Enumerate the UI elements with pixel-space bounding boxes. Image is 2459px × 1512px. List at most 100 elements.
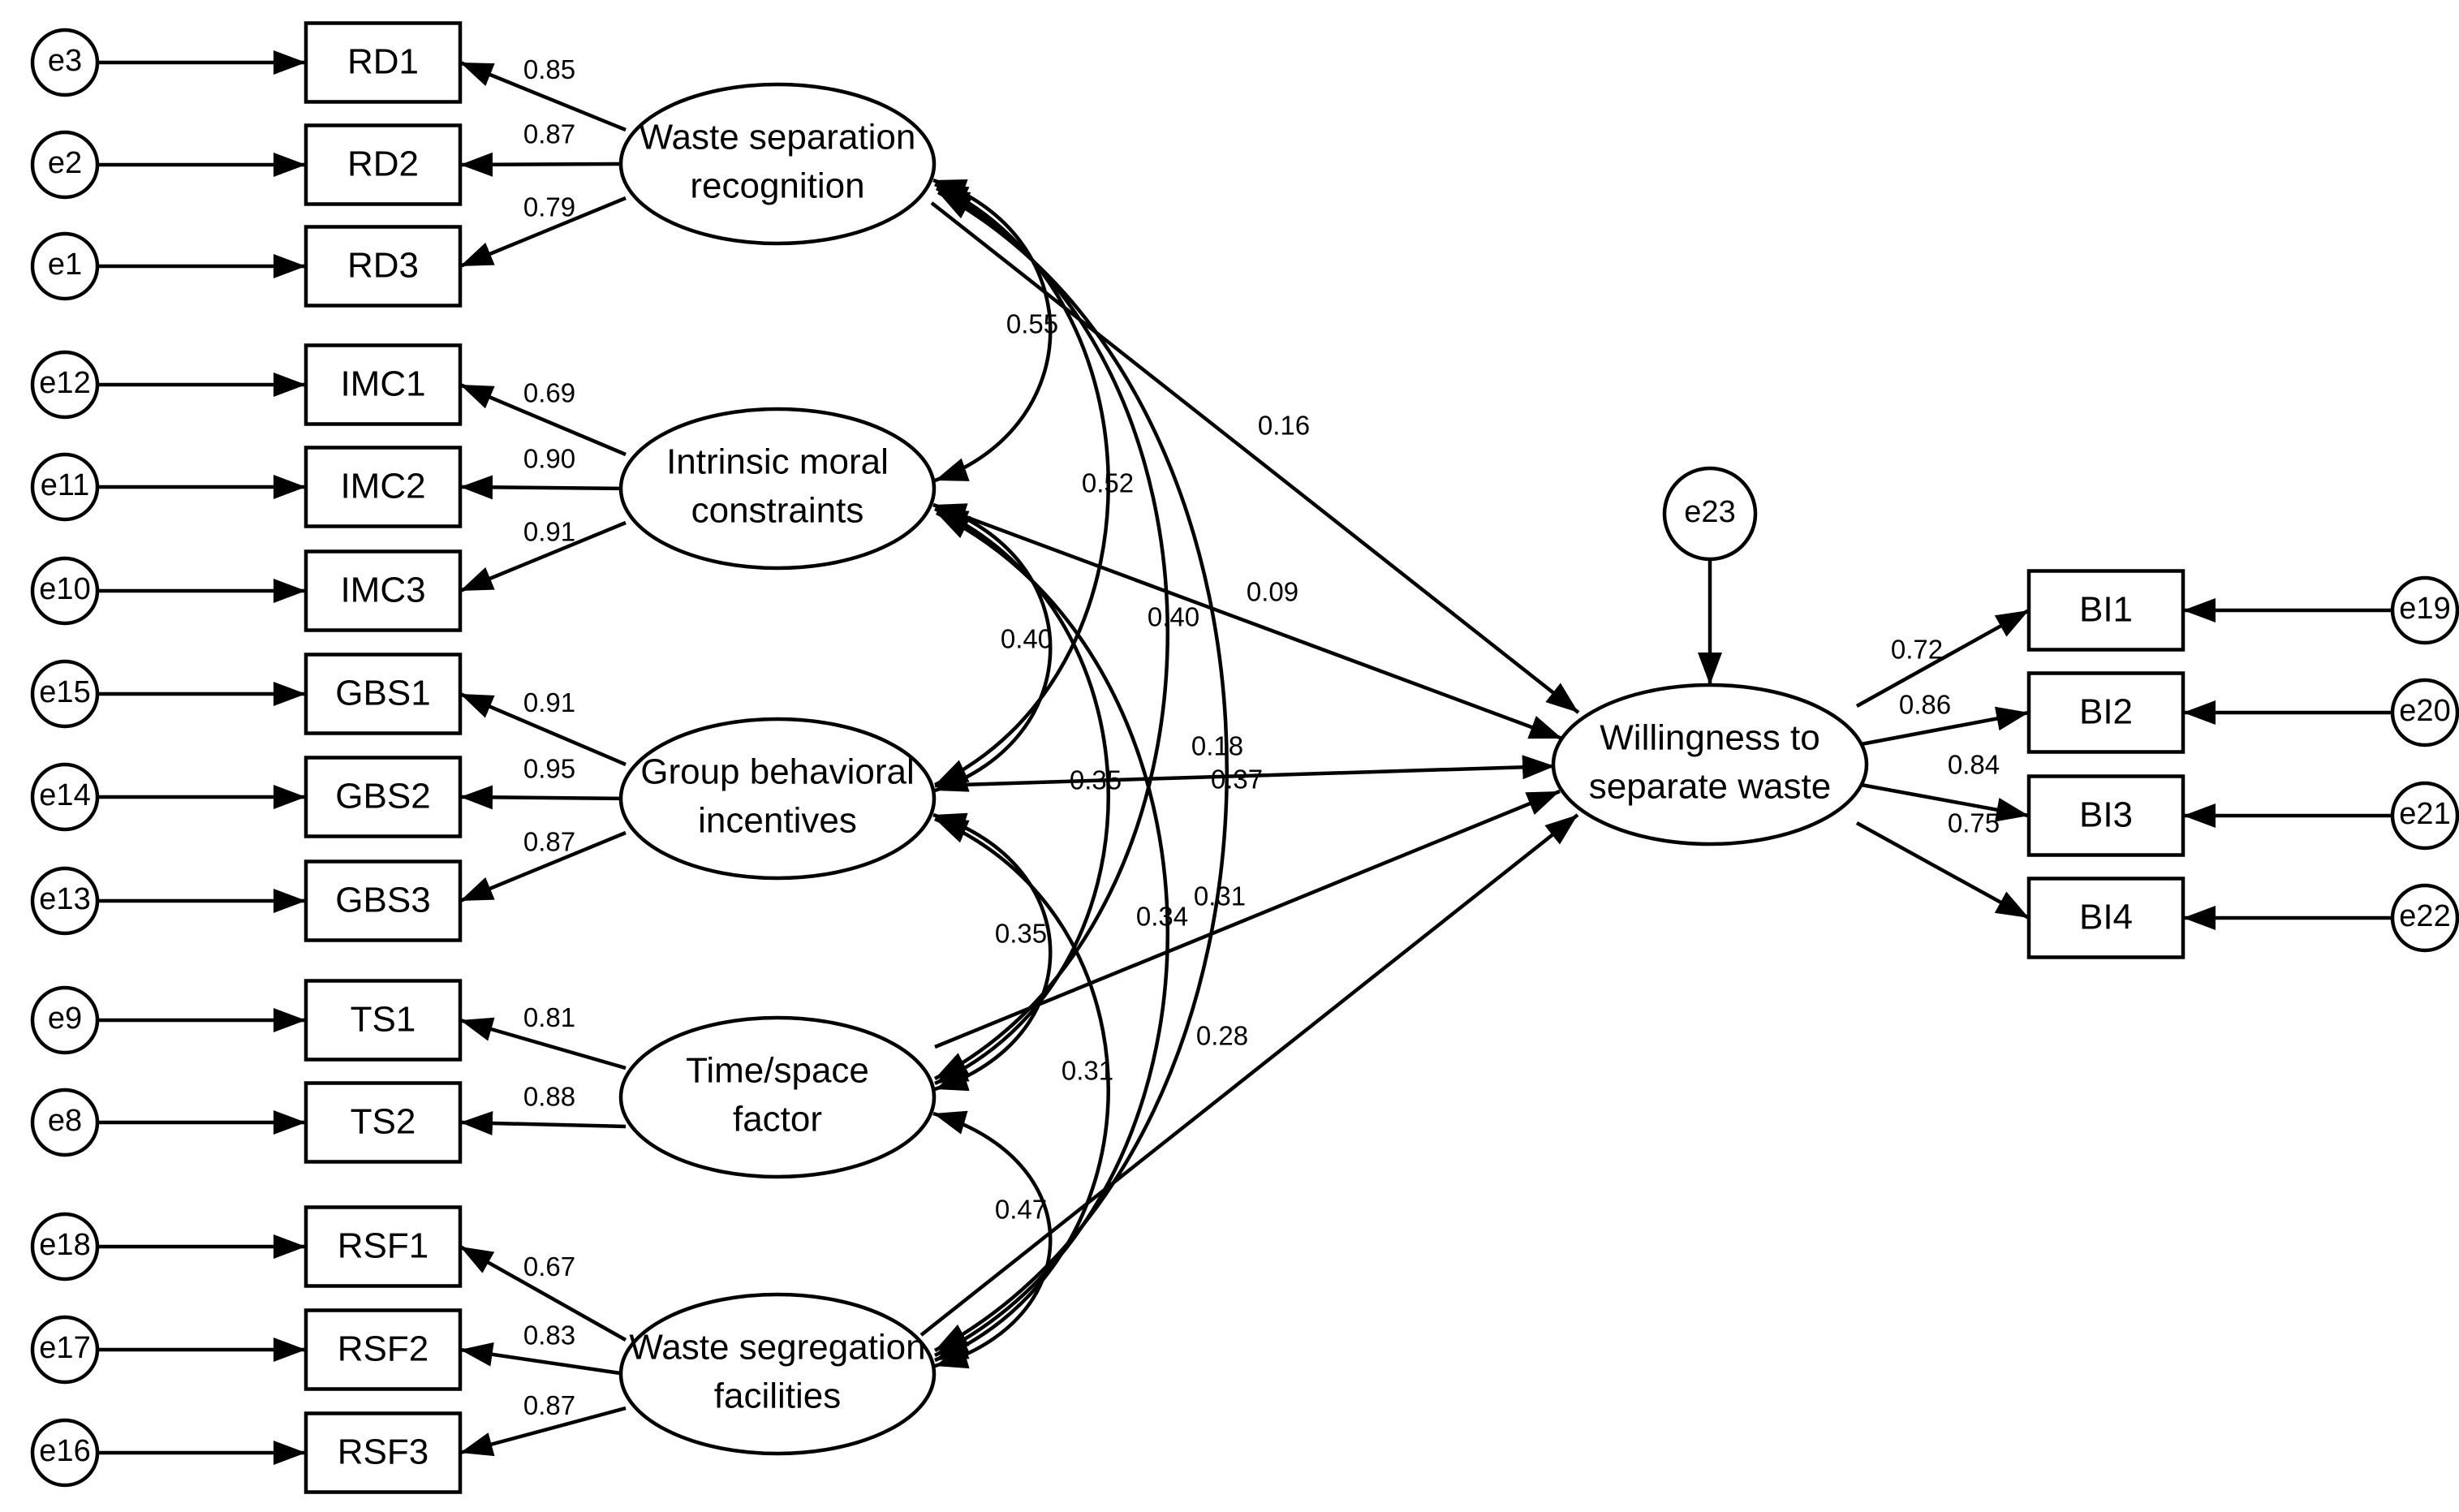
indicator-rd3: RD3	[304, 225, 463, 308]
error-e3: e3	[30, 28, 100, 97]
indicator-imc2: IMC2	[304, 446, 463, 528]
indicator-box	[304, 446, 463, 528]
latent-label-line1: Waste segregation	[629, 1328, 925, 1368]
loading-rd3: 0.79	[523, 192, 575, 222]
path-arrow-imc	[932, 502, 1563, 741]
path-coef-wsr: 0.16	[1258, 411, 1310, 441]
error-e21: e21	[2390, 781, 2459, 851]
indicator-box	[304, 653, 463, 735]
loading-bi4: 0.75	[1948, 808, 2000, 838]
error-circle	[30, 556, 100, 626]
indicator-label: RD3	[347, 246, 419, 286]
error-label: e20	[2399, 694, 2450, 728]
indicator-box	[304, 1081, 463, 1164]
indicator-box	[2026, 774, 2186, 857]
indicator-label: BI1	[2079, 590, 2133, 630]
error-e18: e18	[30, 1212, 100, 1282]
indicator-label: BI3	[2079, 795, 2133, 835]
loading-arrow-ts2	[459, 1110, 627, 1135]
error-circle	[30, 350, 100, 420]
loading-arrow-imc1	[459, 382, 627, 457]
error-e16: e16	[30, 1418, 100, 1488]
latent-label-line2: incentives	[698, 801, 857, 841]
labels-layer: 0.850.870.790.690.900.910.910.950.870.81…	[523, 54, 2000, 1420]
indicator-label: RSF3	[338, 1432, 428, 1472]
error-label: e16	[39, 1434, 90, 1468]
correlation-coef-imc-wsf: 0.34	[1136, 902, 1188, 932]
indicator-rd1: RD1	[304, 21, 463, 104]
loading-bi1: 0.72	[1891, 635, 1943, 665]
loading-imc1: 0.69	[523, 378, 575, 408]
outcome-label-line2: separate waste	[1589, 767, 1831, 807]
indicator-box	[304, 21, 463, 104]
loading-ts2: 0.88	[523, 1082, 575, 1112]
path-coef-imc: 0.09	[1247, 577, 1298, 607]
error-label: e22	[2399, 899, 2450, 933]
indicator-label: IMC2	[340, 467, 425, 506]
indicator-box	[2026, 671, 2186, 754]
loading-rsf1: 0.67	[523, 1251, 575, 1282]
error-label: e23	[1684, 495, 1735, 529]
correlation-coef-gbi-wsf: 0.31	[1062, 1056, 1113, 1086]
correlation-coef-wsr-imc: 0.55	[1006, 309, 1058, 339]
correlation-coef-wsr-wsf: 0.37	[1211, 765, 1263, 795]
latent-group-behavioral-incentives: Group behavioral incentives	[618, 717, 937, 881]
indicator-bi2: BI2	[2026, 671, 2186, 754]
error-label: e2	[48, 146, 82, 180]
correlation-coef-wsr-gbi: 0.52	[1082, 468, 1134, 498]
indicator-bi3: BI3	[2026, 774, 2186, 857]
loading-arrow-imc3	[459, 520, 627, 593]
error-circle	[30, 1088, 100, 1157]
loading-imc3: 0.91	[523, 517, 575, 547]
error-e15: e15	[30, 659, 100, 729]
error-circle	[30, 130, 100, 200]
latent-ellipse	[618, 1015, 937, 1179]
loading-bi2: 0.86	[1899, 690, 1951, 720]
latent-label-line1: Group behavioral	[640, 752, 915, 792]
error-circle	[30, 231, 100, 301]
loading-arrow-bi2	[1856, 706, 2030, 747]
loading-rd1: 0.85	[523, 54, 575, 84]
error-label: e3	[48, 44, 82, 78]
indicator-label: TS2	[351, 1102, 416, 1142]
error-e20: e20	[2390, 678, 2459, 747]
error-e9: e9	[30, 985, 100, 1055]
correlation-arc-tsf-wsf	[932, 1110, 1053, 1369]
correlation-arc-imc-gbi	[932, 502, 1053, 793]
loading-gbs1: 0.91	[523, 687, 575, 717]
loading-bi3: 0.84	[1948, 750, 2000, 780]
correlation-arc-gbi-wsf	[934, 816, 1110, 1363]
error-e23: e23	[1662, 466, 1758, 562]
indicator-rsf2: RSF2	[304, 1308, 463, 1391]
error-label: e12	[39, 366, 90, 400]
indicator-label: BI2	[2079, 692, 2133, 732]
indicator-box	[304, 225, 463, 308]
error-label: e13	[39, 882, 90, 916]
outcome-ellipse	[1551, 683, 1869, 846]
loading-arrow-bi3	[1856, 782, 2030, 822]
loading-rsf2: 0.83	[523, 1320, 575, 1350]
loading-arrow-rsf1	[459, 1245, 627, 1342]
error-circle	[30, 659, 100, 729]
error-label: e19	[2399, 592, 2450, 626]
error-label: e21	[2399, 797, 2450, 831]
path-arrow-wsf	[919, 813, 1579, 1337]
error-e22: e22	[2390, 883, 2459, 953]
indicator-bi4: BI4	[2026, 877, 2186, 959]
path-coef-gbi: 0.18	[1191, 731, 1243, 761]
error-e8: e8	[30, 1088, 100, 1157]
loading-rsf3: 0.87	[523, 1390, 575, 1420]
loading-arrow-imc2	[459, 475, 627, 500]
path-arrow-wsr	[930, 201, 1580, 714]
loading-arrow-gbs2	[459, 785, 627, 810]
indicator-gbs2: GBS2	[304, 756, 463, 838]
error-e1: e1	[30, 231, 100, 301]
latent-label-line2: facilities	[714, 1376, 842, 1416]
indicator-ts1: TS1	[304, 979, 463, 1062]
error-label: e1	[48, 248, 82, 282]
loading-arrow-rsf2	[459, 1342, 627, 1376]
indicator-box	[304, 1411, 463, 1494]
indicator-gbs3: GBS3	[304, 859, 463, 942]
indicator-box	[2026, 877, 2186, 959]
